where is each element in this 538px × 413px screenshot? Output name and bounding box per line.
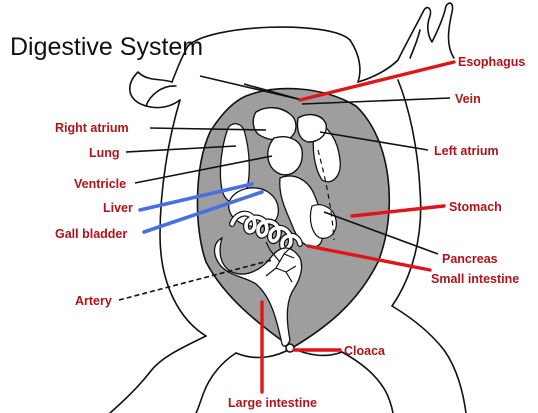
label-stomach: Stomach [449, 200, 502, 214]
label-gall-bladder: Gall bladder [55, 227, 127, 241]
esophagus-pointer-red [300, 62, 454, 100]
label-cloaca: Cloaca [344, 344, 386, 358]
label-vein: Vein [455, 92, 481, 106]
label-small-intestine: Small intestine [431, 272, 519, 286]
label-liver: Liver [103, 201, 133, 215]
label-left-atrium: Left atrium [434, 144, 499, 158]
label-artery: Artery [75, 294, 112, 308]
diagram-title: Digestive System [10, 33, 203, 61]
label-right-atrium: Right atrium [55, 121, 129, 135]
label-ventricle: Ventricle [74, 177, 126, 191]
label-esophagus: Esophagus [458, 55, 525, 69]
label-large-intestine: Large intestine [228, 396, 317, 410]
label-pancreas: Pancreas [442, 252, 498, 266]
label-lung: Lung [89, 146, 120, 160]
